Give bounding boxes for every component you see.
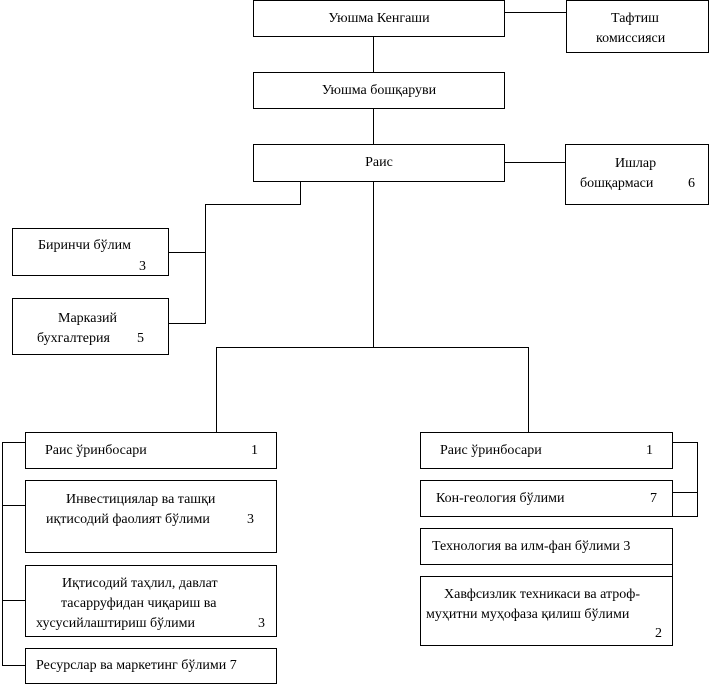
line-left-tick-1	[2, 442, 26, 443]
left-deputy-count: 1	[251, 443, 258, 458]
line-right-tick-1	[672, 442, 698, 443]
geology-dept-box: Кон-геология бўлими 7	[420, 480, 673, 517]
investment-dept-box: Инвестициялар ва ташқи иқтисодий фаолият…	[25, 480, 277, 553]
chairman-label: Раис	[365, 155, 393, 170]
line-accounting	[168, 323, 206, 324]
affairs-count: 6	[688, 176, 695, 191]
chairman-box: Раис	[253, 144, 505, 182]
line-left-spine	[2, 442, 3, 666]
council-box: Уюшма Кенгаши	[253, 0, 505, 37]
accounting-count: 5	[137, 331, 144, 346]
line-deputies-bar	[216, 347, 529, 348]
audit-label-line2: комиссияси	[596, 31, 666, 46]
geology-label: Кон-геология бўлими	[436, 491, 565, 506]
marketing-dept-box: Ресурслар ва маркетинг бўлими 7	[25, 648, 277, 684]
safety-label-line1: Хавфсизлик техникаси ва атроф-	[444, 587, 640, 602]
affairs-box: Ишлар бошқармаси 6	[565, 144, 709, 205]
marketing-label: Ресурслар ва маркетинг бўлими 7	[36, 658, 237, 673]
line-left-tick-2	[2, 505, 26, 506]
first-dept-box: Биринчи бўлим 3	[12, 228, 169, 276]
line-first-dept	[168, 252, 206, 253]
council-label: Уюшма Кенгаши	[328, 10, 430, 26]
accounting-box: Марказий бухгалтерия 5	[12, 298, 169, 355]
investment-label-line1: Инвестициялар ва ташқи	[66, 492, 216, 507]
line-right-deputy	[528, 347, 529, 432]
line-chairman-down	[373, 181, 374, 348]
line-left-vertical	[205, 204, 206, 324]
line-right-tick-2	[672, 492, 698, 493]
affairs-label-line1: Ишлар	[615, 156, 657, 171]
analysis-label-line1: Иқтисодий таҳлил, давлат	[62, 576, 218, 591]
left-deputy-box: Раис ўринбосари 1	[25, 432, 277, 469]
line-right-spine-upper	[697, 442, 698, 517]
accounting-label-line2: бухгалтерия	[37, 331, 110, 346]
analysis-count: 3	[258, 616, 265, 631]
line-council-audit	[504, 12, 566, 13]
line-left-tick-3	[2, 600, 26, 601]
safety-count: 2	[655, 626, 662, 641]
line-left-horizontal	[205, 204, 301, 205]
first-dept-label: Биринчи бўлим	[38, 238, 132, 253]
safety-label-line2: муҳитни муҳофаза қилиш бўлими	[426, 607, 630, 622]
line-chairman-affairs	[504, 162, 566, 163]
analysis-dept-box: Иқтисодий таҳлил, давлат тасарруфидан чи…	[25, 565, 277, 637]
line-chairman-leftdown	[300, 181, 301, 204]
technology-label: Технология ва илм-фан бўлими 3	[432, 539, 631, 554]
right-deputy-label: Раис ўринбосари	[440, 443, 542, 458]
analysis-label-line2: тасарруфидан чиқариш ва	[61, 596, 217, 611]
safety-dept-box: Хавфсизлик техникаси ва атроф- муҳитни м…	[420, 576, 673, 646]
accounting-label-line1: Марказий	[58, 311, 117, 326]
line-council-board	[373, 36, 374, 73]
geology-count: 7	[650, 491, 657, 506]
board-label: Уюшма бошқаруви	[321, 82, 437, 98]
audit-box: Тафтиш комиссияси	[566, 0, 709, 53]
investment-label-line2: иқтисодий фаолият бўлими	[46, 512, 210, 527]
technology-dept-box: Технология ва илм-фан бўлими 3	[420, 528, 673, 565]
board-box: Уюшма бошқаруви	[253, 72, 505, 109]
line-right-tick-3	[672, 516, 698, 517]
left-deputy-label: Раис ўринбосари	[45, 443, 147, 458]
affairs-label-line2: бошқармаси	[580, 176, 654, 191]
analysis-label-line3: хусусийлаштириш бўлими	[36, 616, 196, 631]
line-right-spine-lower	[672, 540, 673, 590]
line-board-chairman	[373, 108, 374, 145]
line-left-tick-4	[2, 665, 26, 666]
line-left-deputy	[216, 347, 217, 432]
investment-count: 3	[247, 512, 254, 527]
audit-label-line1: Тафтиш	[611, 11, 659, 26]
right-deputy-box: Раис ўринбосари 1	[420, 432, 673, 469]
first-dept-count: 3	[139, 259, 146, 274]
right-deputy-count: 1	[646, 443, 653, 458]
